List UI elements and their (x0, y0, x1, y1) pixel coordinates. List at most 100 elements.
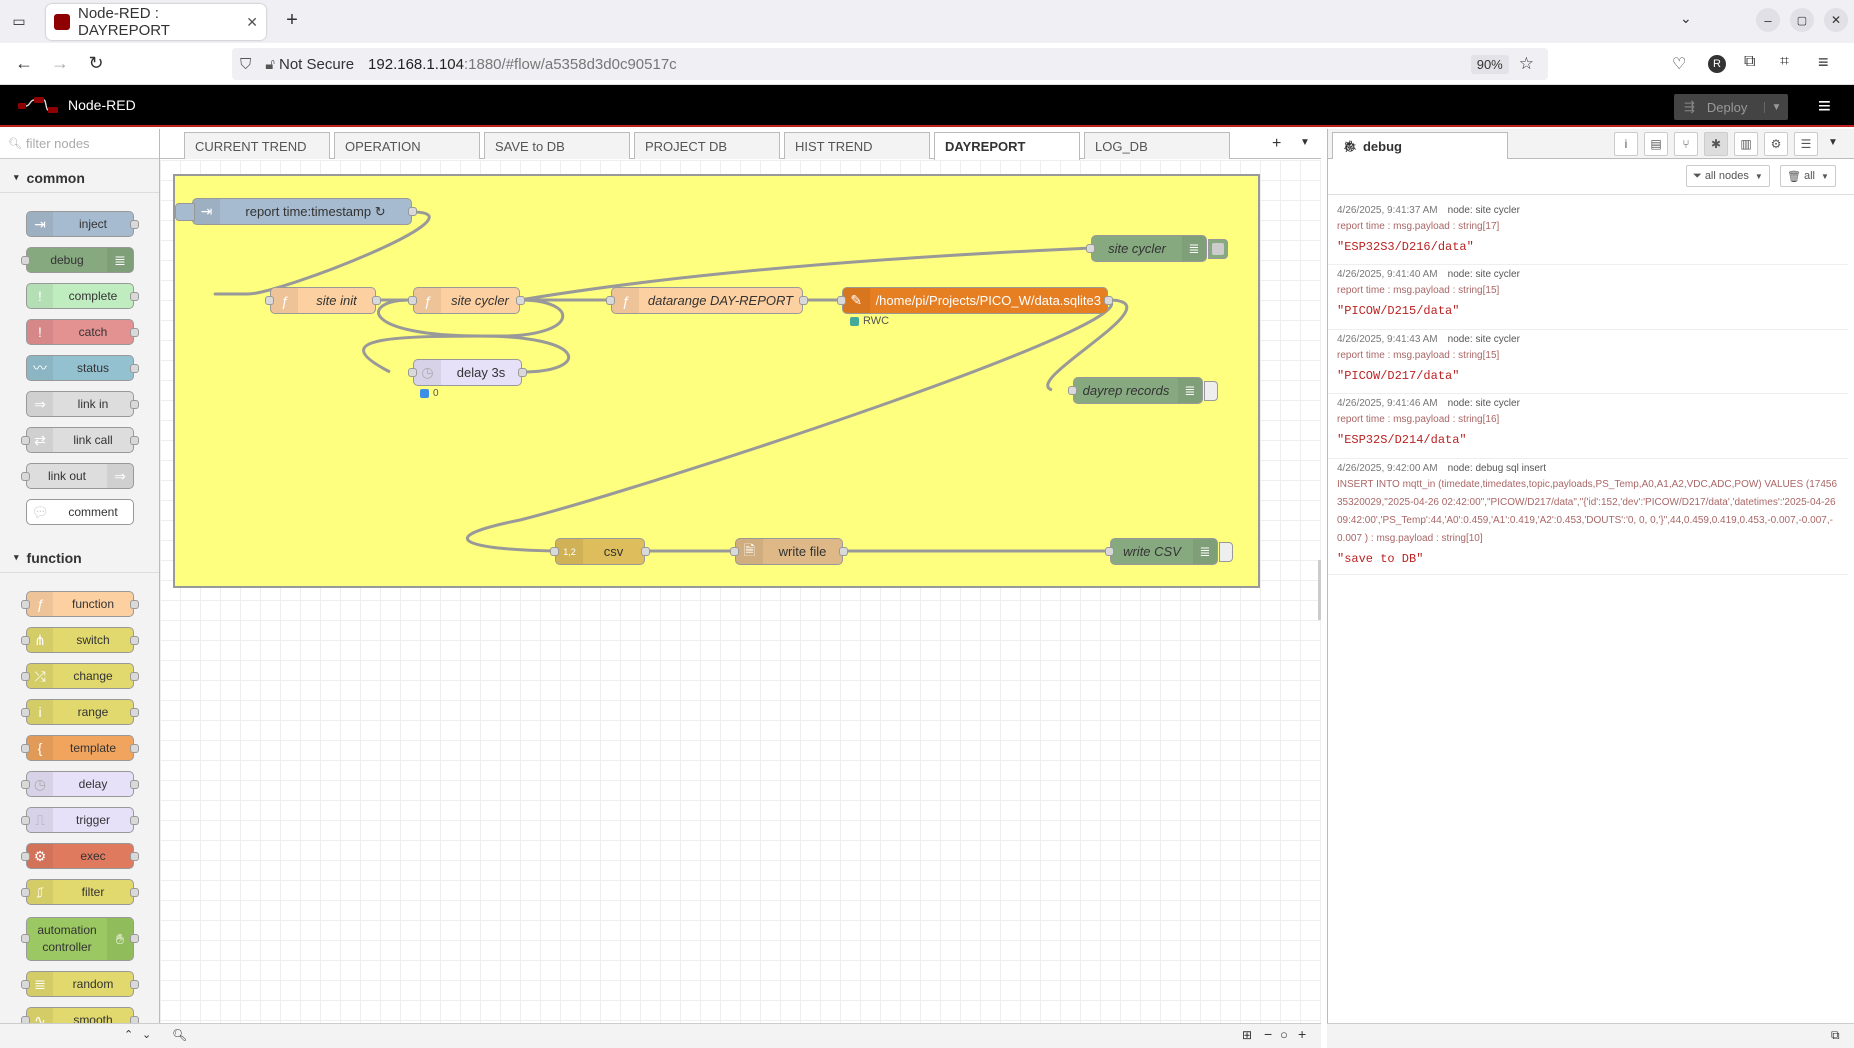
popout-icon[interactable]: ⧉ (1831, 1028, 1840, 1042)
database-icon[interactable]: ☰ (1794, 132, 1818, 156)
zoom-out-icon[interactable]: − (1264, 1026, 1273, 1042)
delay-node[interactable]: ◷ delay 3s (408, 359, 527, 386)
message-value[interactable]: "PICOW/D215/data" (1337, 304, 1460, 318)
message-node[interactable]: node: debug sql insert (1447, 463, 1547, 474)
deploy-button[interactable]: ⇶ Deploy ▼ (1674, 94, 1788, 120)
collapse-all-icon[interactable]: ⌃ (124, 1029, 134, 1041)
sidebar-tab-debug[interactable]: 🐞︎ debug (1332, 132, 1508, 160)
message-value[interactable]: "ESP32S/D214/data" (1337, 433, 1467, 447)
main-menu-icon[interactable]: ≡ (1818, 93, 1831, 118)
flow-list-icon[interactable]: ▼ (1300, 137, 1310, 148)
tab-project-db[interactable]: PROJECT DB (634, 132, 780, 159)
tab-operation[interactable]: OPERATION (334, 132, 480, 159)
shield-icon[interactable]: ⛉ (240, 55, 252, 73)
dashboard-chart-icon[interactable]: ▥ (1734, 132, 1758, 156)
close-tab-icon[interactable]: ✕ (246, 13, 258, 30)
config-gear-icon[interactable]: ⚙ (1764, 132, 1788, 156)
url-bar[interactable]: ⛉ 🔓︎ Not Secure 192.168.1.104 :1880/#flo… (232, 48, 1548, 80)
csv-node[interactable]: 1,2 csv (550, 538, 650, 565)
message-node[interactable]: node: site cycler (1447, 398, 1520, 409)
tab-hist-trend[interactable]: HIST TREND (784, 132, 930, 159)
flow-canvas[interactable]: ⇥ report time:timestamp ↻ ƒ site init ƒ … (160, 160, 1321, 1028)
palette-node-template[interactable]: {template (21, 735, 139, 761)
pocket-icon[interactable]: ♡ (1672, 56, 1687, 73)
palette-node-debug[interactable]: debug≣ (21, 247, 134, 273)
tab-current-trend[interactable]: CURRENT TREND (184, 132, 330, 159)
palette-node-inject[interactable]: ⇥inject (26, 211, 139, 237)
inject-button[interactable] (175, 203, 195, 221)
debug-toggle-button[interactable] (1208, 239, 1228, 259)
palette-node-change[interactable]: ⤮change (21, 663, 139, 689)
debug-dayrep-records-node[interactable]: dayrep records ≣ (1068, 377, 1218, 404)
maximize-icon[interactable]: ▢ (1790, 8, 1814, 32)
add-flow-icon[interactable]: + (1272, 135, 1282, 152)
tab-overflow-icon[interactable]: ⌄ (1680, 10, 1692, 26)
write-file-node[interactable]: 🗎︎ write file (730, 538, 848, 565)
palette-node-random[interactable]: ≣random (21, 971, 139, 997)
debug-bug-icon[interactable]: ✱ (1704, 132, 1728, 156)
palette-node-link-out[interactable]: link out⇒ (21, 463, 134, 489)
debug-toggle-button[interactable] (1204, 381, 1218, 401)
new-tab-button[interactable]: + (286, 8, 298, 31)
forward-icon[interactable]: → (51, 52, 69, 73)
message-node[interactable]: node: site cycler (1447, 334, 1520, 345)
help-book-icon[interactable]: ▤ (1644, 132, 1668, 156)
browser-tab[interactable]: Node-RED : DAYREPORT ✕ (46, 4, 266, 40)
bookmark-star-icon[interactable]: ☆ (1518, 54, 1534, 73)
sidebar-more-icon[interactable]: ▼ (1828, 137, 1838, 148)
extensions-icon[interactable]: ⧉ (1744, 53, 1756, 70)
vertical-scrollbar[interactable] (1318, 560, 1321, 620)
debug-site-cycler-node[interactable]: site cycler ≣ (1086, 235, 1228, 262)
message-value[interactable]: "ESP32S3/D216/data" (1337, 240, 1474, 254)
back-icon[interactable]: ← (15, 52, 33, 73)
minimize-icon[interactable]: – (1756, 8, 1780, 32)
insecure-lock-icon[interactable]: 🔓︎ (265, 55, 275, 73)
clear-messages-button[interactable]: 🗑︎ all ▼ (1780, 165, 1836, 187)
palette-node-switch[interactable]: ⋔switch (21, 627, 139, 653)
close-window-icon[interactable]: ✕ (1824, 8, 1848, 32)
message-value[interactable]: "save to DB" (1337, 552, 1424, 566)
message-node[interactable]: node: site cycler (1447, 269, 1520, 280)
palette-node-link-in[interactable]: ⇒link in (26, 391, 139, 417)
palette-node-catch[interactable]: !catch (26, 319, 139, 345)
palette-category-function[interactable]: ▾function (0, 543, 159, 573)
palette-node-exec[interactable]: ⚙exec (21, 843, 139, 869)
tab-dayreport[interactable]: DAYREPORT (934, 132, 1080, 160)
deploy-dropdown-icon[interactable]: ▼ (1764, 101, 1788, 113)
palette-filter-input[interactable]: 🔍︎ filter nodes (0, 129, 159, 159)
palette-node-comment[interactable]: 💬︎comment (26, 499, 134, 525)
palette-node-link-call[interactable]: ⇄link call (21, 427, 139, 453)
palette-node-delay[interactable]: ◷delay (21, 771, 139, 797)
browser-menu-icon[interactable]: ≡ (1818, 52, 1829, 72)
sqlite-node[interactable]: ✎ /home/pi/Projects/PICO_W/data.sqlite3 (837, 287, 1113, 314)
profile-avatar[interactable]: R (1708, 55, 1726, 73)
palette-node-automation-controller[interactable]: automation controller✋︎ (21, 917, 139, 961)
debug-write-csv-node[interactable]: write CSV ≣ (1105, 538, 1233, 565)
security-label[interactable]: Not Secure (279, 55, 355, 73)
palette-category-common[interactable]: ▾common (0, 163, 159, 193)
zoom-reset-icon[interactable]: ○ (1280, 1027, 1288, 1042)
crop-icon[interactable]: ⌗ (1780, 53, 1790, 70)
debug-toggle-button[interactable] (1219, 542, 1233, 562)
info-icon[interactable]: i (1614, 132, 1638, 156)
inject-node[interactable]: ⇥ report time:timestamp ↻ (175, 198, 417, 225)
expand-all-icon[interactable]: ⌄ (142, 1029, 152, 1041)
zoom-in-icon[interactable]: + (1298, 1026, 1307, 1042)
context-icon[interactable]: ⑂ (1674, 132, 1698, 156)
site-init-node[interactable]: ƒ site init (265, 287, 381, 314)
message-value[interactable]: "PICOW/D217/data" (1337, 369, 1460, 383)
message-node[interactable]: node: site cycler (1447, 205, 1520, 216)
tab-log-db[interactable]: LOG_DB (1084, 132, 1230, 159)
search-icon[interactable]: 🔍︎ (172, 1028, 188, 1042)
reload-icon[interactable]: ↻ (88, 52, 104, 73)
tab-list-icon[interactable]: ▭ (12, 12, 26, 29)
palette-node-filter[interactable]: ⎎filter (21, 879, 139, 905)
palette-node-complete[interactable]: !complete (26, 283, 139, 309)
